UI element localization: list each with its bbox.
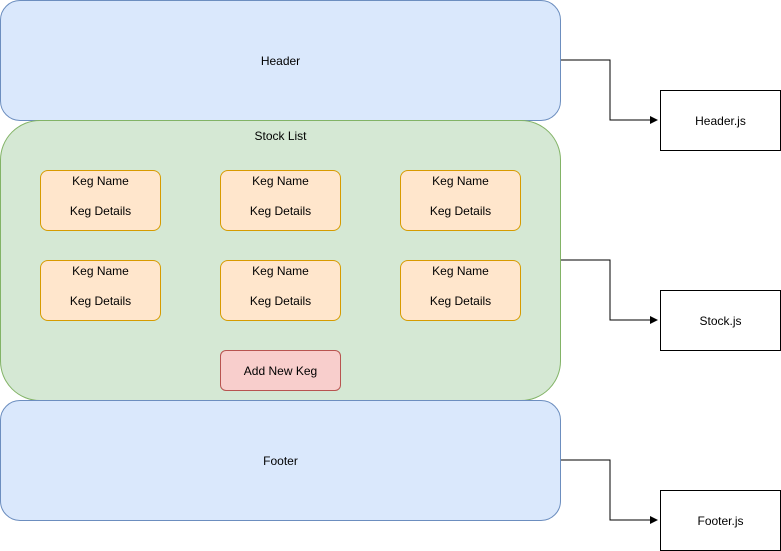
stock-list-title: Stock List: [254, 129, 307, 143]
keg-card[interactable]: Keg Name Keg Details: [40, 260, 161, 321]
keg-name: Keg Name: [252, 264, 309, 278]
keg-card[interactable]: Keg Name Keg Details: [40, 170, 161, 231]
stock-connector: [561, 259, 658, 324]
keg-name: Keg Name: [252, 174, 309, 188]
keg-card[interactable]: Keg Name Keg Details: [400, 170, 521, 231]
header-js-file: Header.js: [660, 90, 781, 151]
footer-region: Footer: [0, 400, 561, 521]
keg-name: Keg Name: [72, 174, 129, 188]
keg-name: Keg Name: [72, 264, 129, 278]
keg-details: Keg Details: [429, 294, 492, 308]
header-region: Header: [0, 0, 561, 121]
header-connector: [561, 59, 658, 124]
footer-label: Footer: [263, 453, 298, 468]
keg-name: Keg Name: [432, 174, 489, 188]
keg-card[interactable]: Keg Name Keg Details: [220, 260, 341, 321]
keg-details: Keg Details: [249, 294, 312, 308]
keg-card[interactable]: Keg Name Keg Details: [400, 260, 521, 321]
add-new-keg-button[interactable]: Add New Keg: [220, 350, 341, 391]
header-label: Header: [260, 53, 301, 68]
keg-details: Keg Details: [69, 294, 132, 308]
footer-connector: [561, 459, 658, 524]
keg-details: Keg Details: [429, 204, 492, 218]
stock-js-file: Stock.js: [660, 290, 781, 351]
footer-js-file: Footer.js: [660, 490, 781, 551]
keg-details: Keg Details: [249, 204, 312, 218]
keg-name: Keg Name: [432, 264, 489, 278]
keg-card[interactable]: Keg Name Keg Details: [220, 170, 341, 231]
keg-details: Keg Details: [69, 204, 132, 218]
